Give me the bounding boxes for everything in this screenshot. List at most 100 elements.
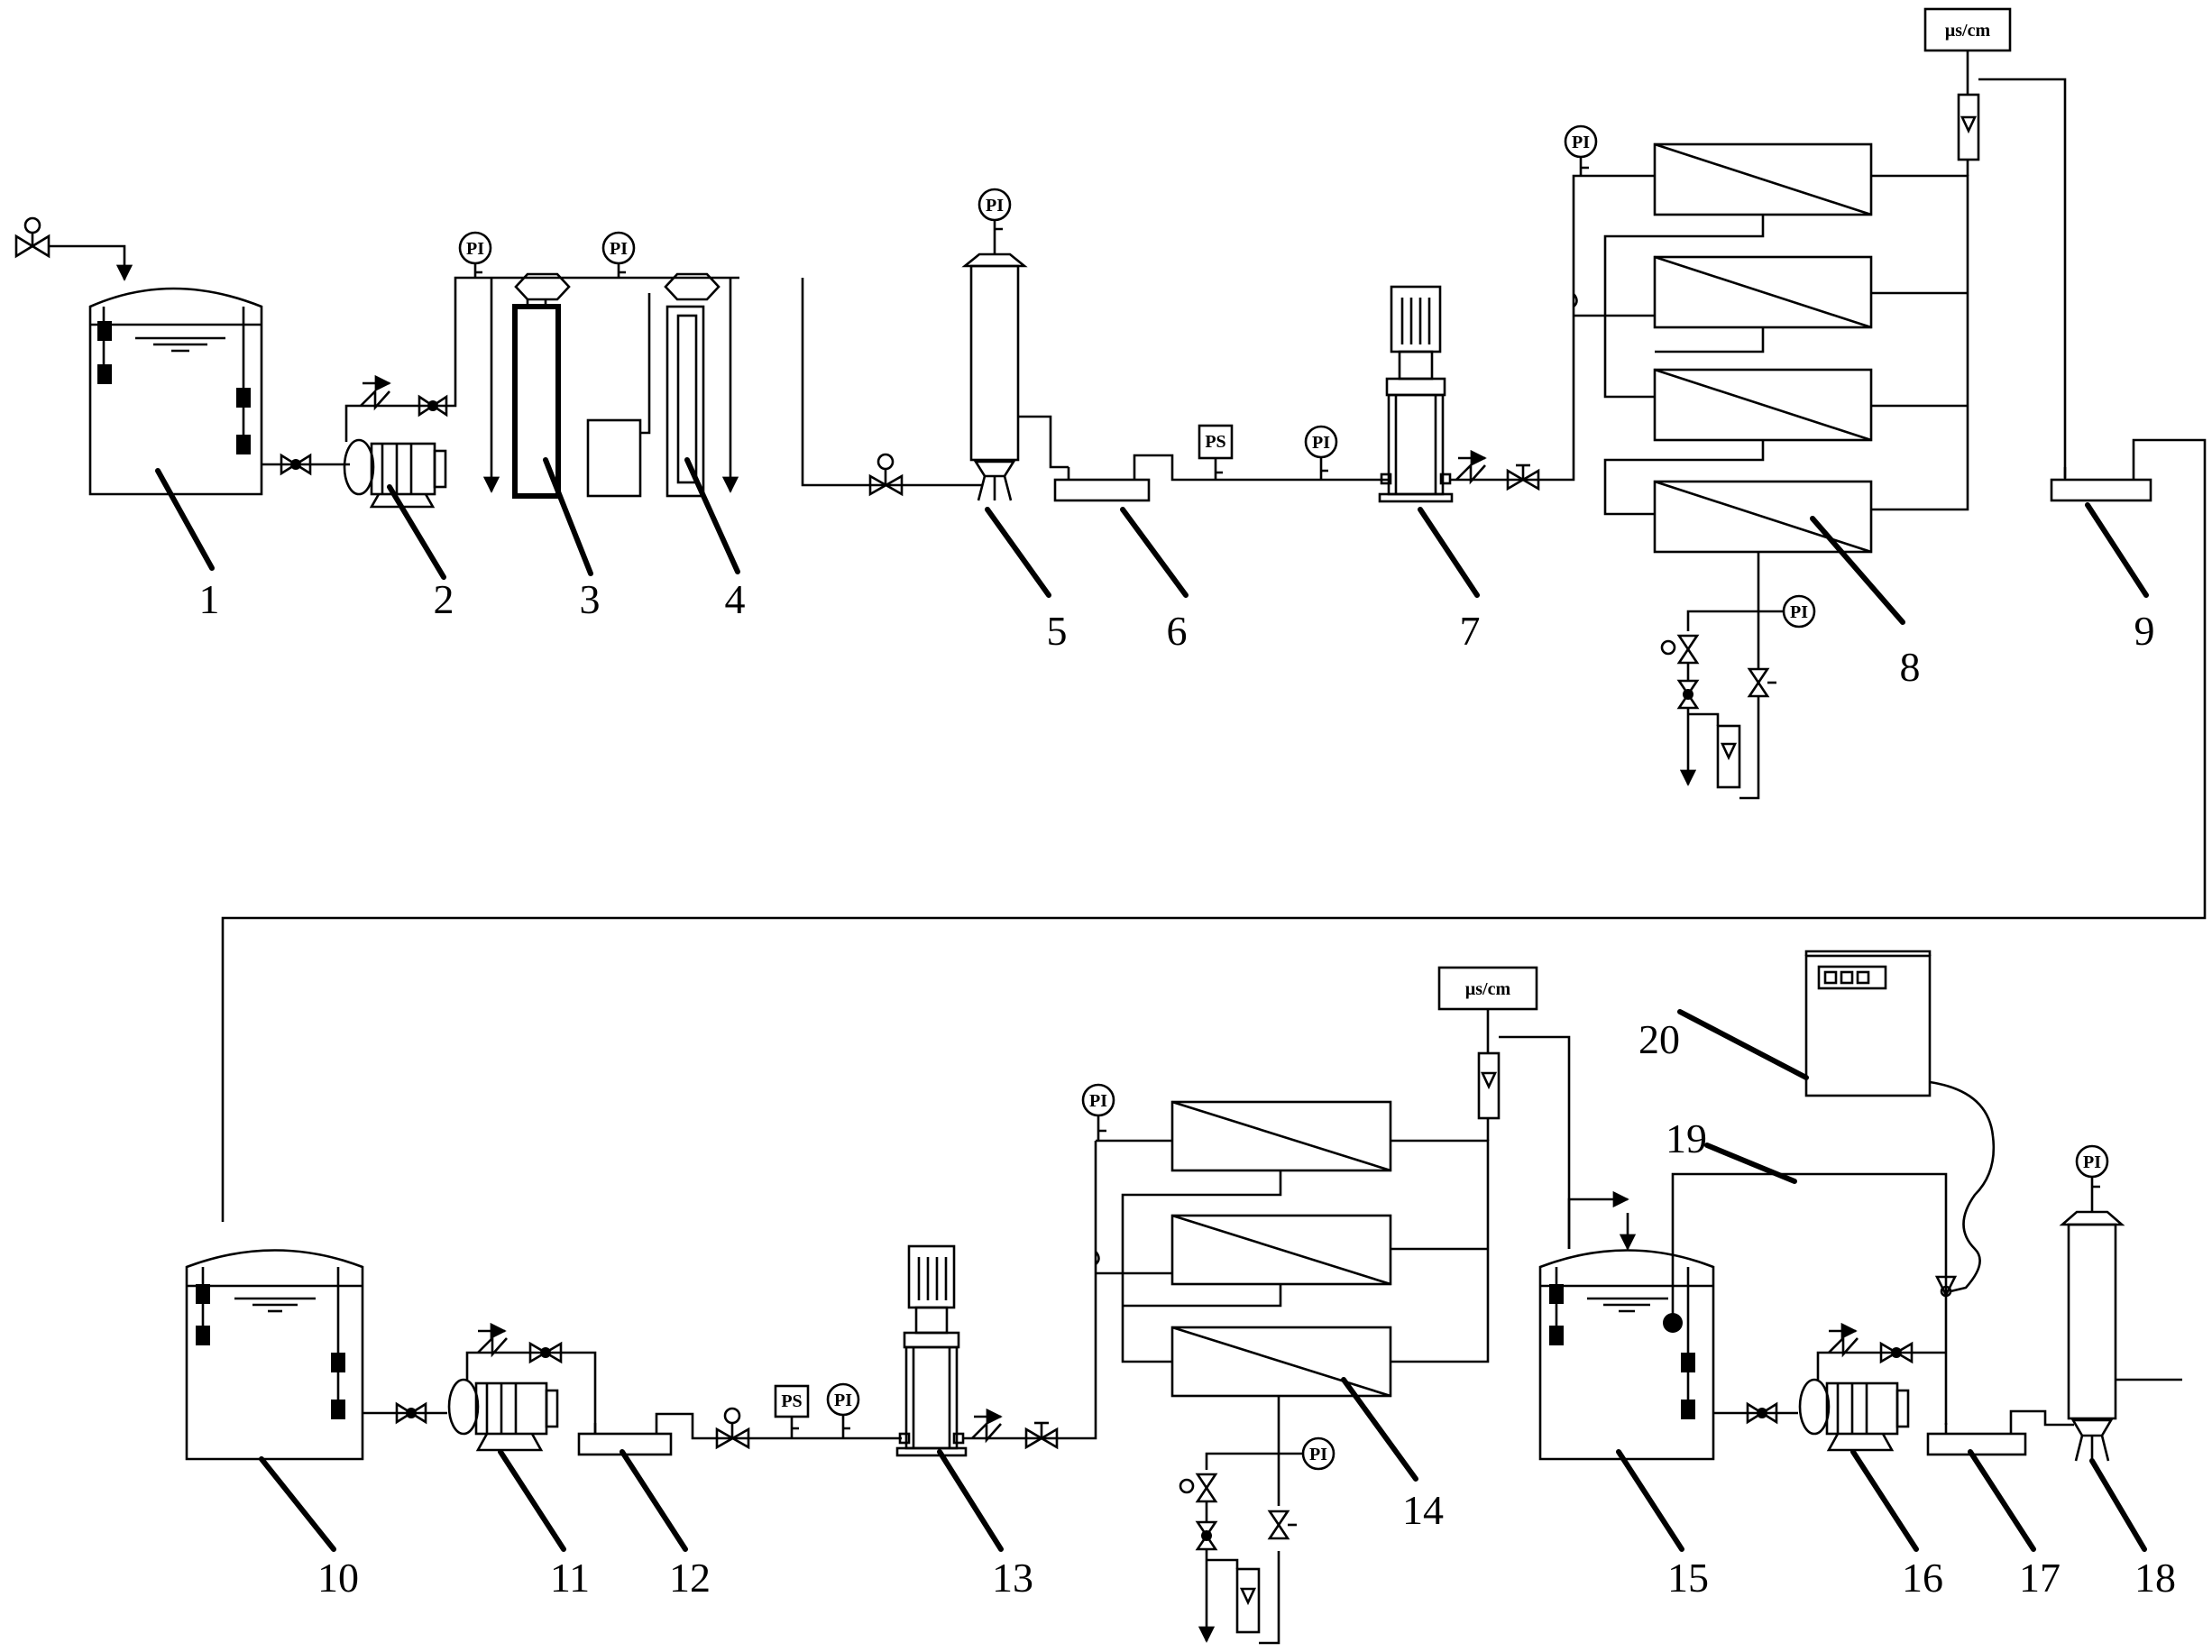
valve-13-out[interactable] bbox=[1024, 1421, 1059, 1450]
flowmeter-14 bbox=[1235, 1567, 1261, 1634]
ro-unit-1: PI PI bbox=[1564, 124, 1969, 798]
label-10: 10 bbox=[317, 1555, 359, 1601]
valve-2-out[interactable] bbox=[418, 394, 448, 418]
label-2: 2 bbox=[434, 576, 454, 622]
inlet-pipe bbox=[49, 244, 133, 281]
label-12: 12 bbox=[669, 1555, 711, 1601]
pipe-7-8 bbox=[1450, 316, 1575, 482]
conductivity-meter-14: μs/cm bbox=[1437, 966, 1571, 1249]
valve-12-out[interactable] bbox=[715, 1407, 750, 1450]
intermediate-filter-12[interactable] bbox=[577, 1423, 673, 1456]
pipe-9-10 bbox=[221, 438, 2207, 1222]
bypass-valve-8[interactable] bbox=[1747, 667, 1776, 698]
bypass-valve-14[interactable] bbox=[1267, 1510, 1297, 1540]
pipe-16-17 bbox=[1816, 1351, 1946, 1380]
conductivity-tag: μs/cm bbox=[1465, 979, 1511, 999]
label-15: 15 bbox=[1667, 1555, 1709, 1601]
check-valve-13[interactable] bbox=[971, 1408, 1003, 1444]
pressure-indicator-3: PI bbox=[601, 231, 636, 278]
ps-tag: PS bbox=[1205, 432, 1225, 452]
inlet-valve[interactable] bbox=[14, 216, 50, 259]
pi-tag: PI bbox=[2083, 1152, 2101, 1172]
pressure-indicator-12: PI bbox=[826, 1382, 860, 1438]
pipe-6-7 bbox=[1133, 454, 1389, 482]
label-1: 1 bbox=[199, 576, 220, 622]
pressure-switch-12: PS bbox=[774, 1384, 810, 1438]
pure-water-tank bbox=[1538, 1249, 1715, 1461]
pressure-indicator-14: PI bbox=[1081, 1083, 1115, 1141]
raw-water-tank bbox=[88, 287, 263, 496]
return-line-19 bbox=[1671, 1172, 1948, 1425]
concentrate-valve-8[interactable] bbox=[1660, 634, 1700, 710]
pressure-switch-6: PS bbox=[1198, 424, 1234, 480]
check-valve-11[interactable] bbox=[477, 1322, 508, 1358]
pi-tag: PI bbox=[986, 196, 1004, 216]
pi-tag: PI bbox=[1312, 433, 1330, 453]
pi-tag: PI bbox=[834, 1390, 852, 1410]
pi-tag: PI bbox=[466, 239, 484, 259]
multimedia-filter bbox=[512, 272, 571, 499]
pi-tag: PI bbox=[1309, 1445, 1327, 1464]
salt-tank bbox=[586, 418, 642, 498]
ps-tag: PS bbox=[781, 1391, 802, 1411]
label-6: 6 bbox=[1167, 608, 1188, 654]
dosing-hose bbox=[1929, 1080, 1996, 1293]
ro-unit-2: PI PI bbox=[1081, 1083, 1490, 1643]
intermediate-pump[interactable] bbox=[447, 1378, 559, 1452]
intermediate-filter-6[interactable] bbox=[1053, 467, 1151, 502]
valve-16-out[interactable] bbox=[1879, 1341, 1914, 1364]
pi-tag: PI bbox=[1089, 1091, 1107, 1111]
security-filter-1: PI bbox=[961, 188, 1069, 501]
valve-15-out[interactable] bbox=[1746, 1401, 1778, 1425]
label-16: 16 bbox=[1902, 1555, 1943, 1601]
pi-tag: PI bbox=[610, 239, 628, 259]
label-17: 17 bbox=[2019, 1555, 2061, 1601]
valve-7-out[interactable] bbox=[1506, 463, 1540, 491]
label-7: 7 bbox=[1460, 608, 1481, 654]
pipe-2-3 bbox=[344, 276, 469, 442]
pipe-12-13 bbox=[655, 1412, 902, 1440]
label-14: 14 bbox=[1402, 1487, 1444, 1533]
valve-4-out[interactable] bbox=[868, 453, 904, 497]
intermediate-tank-9[interactable] bbox=[2050, 467, 2152, 502]
high-pressure-pump-1[interactable] bbox=[1378, 285, 1454, 503]
label-9: 9 bbox=[2134, 608, 2155, 654]
pipe-14-15 bbox=[1567, 1190, 1629, 1249]
check-valve-2[interactable] bbox=[360, 374, 391, 411]
ozone-generator[interactable] bbox=[1804, 950, 1932, 1097]
pipe-13-14 bbox=[963, 1141, 1097, 1440]
security-filter-2: PI bbox=[2059, 1144, 2182, 1462]
intermediate-water-tank bbox=[185, 1249, 364, 1461]
pressure-indicator-2: PI bbox=[458, 231, 492, 278]
pipe-5-6 bbox=[1019, 415, 1069, 469]
label-4: 4 bbox=[725, 576, 746, 622]
check-valve-7[interactable] bbox=[1455, 449, 1487, 485]
flowmeter-8 bbox=[1716, 724, 1741, 789]
conductivity-meter-8: μs/cm bbox=[1923, 7, 2067, 478]
label-5: 5 bbox=[1047, 608, 1068, 654]
label-19: 19 bbox=[1666, 1115, 1707, 1161]
leader-lines bbox=[155, 457, 2149, 1552]
pipe-17-18 bbox=[2009, 1409, 2074, 1427]
label-20: 20 bbox=[1638, 1016, 1680, 1062]
valve-11-out[interactable] bbox=[528, 1341, 563, 1364]
terminal-filter-17[interactable] bbox=[1926, 1423, 2027, 1456]
high-pressure-pump-2[interactable] bbox=[895, 1244, 968, 1457]
pressure-indicator-8: PI bbox=[1564, 124, 1598, 176]
label-13: 13 bbox=[992, 1555, 1033, 1601]
pure-water-pump[interactable] bbox=[1798, 1378, 1910, 1452]
label-18: 18 bbox=[2134, 1555, 2176, 1601]
component-numbers: 1 2 3 4 5 6 7 8 9 10 11 12 13 14 15 16 1… bbox=[199, 576, 2177, 1601]
check-valve-16[interactable] bbox=[1828, 1322, 1859, 1358]
valve-1-out[interactable] bbox=[280, 453, 312, 476]
pressure-indicator-6: PI bbox=[1304, 425, 1338, 480]
label-11: 11 bbox=[550, 1555, 590, 1601]
pipe-salt bbox=[640, 293, 651, 435]
pipe-4-5 bbox=[801, 278, 983, 487]
conductivity-tag: μs/cm bbox=[1945, 21, 1991, 41]
valve-10-out[interactable] bbox=[395, 1401, 427, 1425]
pi-tag: PI bbox=[1572, 133, 1590, 152]
concentrate-valve-14[interactable] bbox=[1179, 1473, 1218, 1551]
softener bbox=[664, 272, 721, 498]
